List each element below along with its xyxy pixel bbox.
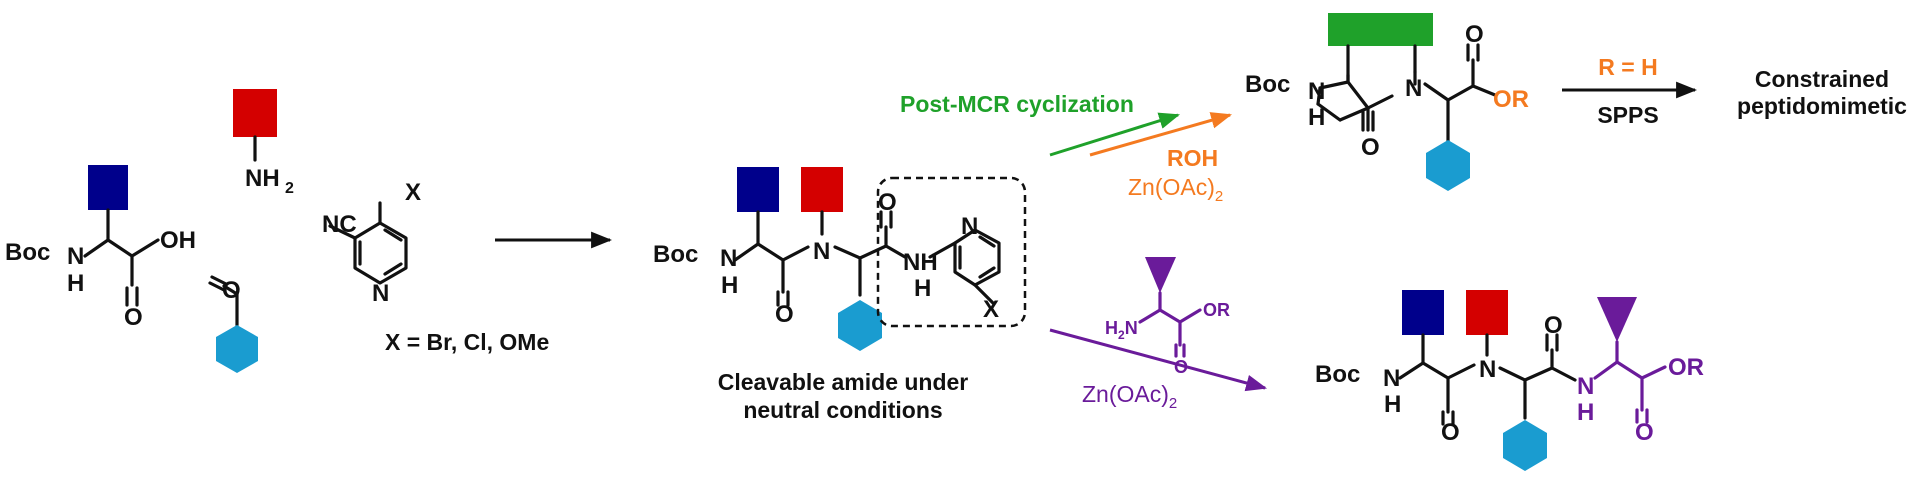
amino-ester-or-label: OR xyxy=(1203,300,1230,320)
zinc-acetate-lower-label: Zn(OAc)2 xyxy=(1082,381,1177,412)
oh-label: OH xyxy=(160,227,196,254)
carbonyl-o-label: O xyxy=(775,301,794,328)
post-mcr-cyclization-label: Post-MCR cyclization xyxy=(900,91,1134,117)
pyridine-n-label: N xyxy=(961,213,978,240)
nh-h-label: H xyxy=(1308,104,1325,131)
x-substituent-label: X xyxy=(983,296,999,323)
cyan-hexagon xyxy=(1426,140,1470,191)
amide-o-label: O xyxy=(878,189,897,216)
tertiary-n-label: N xyxy=(813,238,830,265)
cyanopyridine-reactant: X NC N xyxy=(322,179,421,307)
tripeptide-product: Boc N H O N O N H OR O xyxy=(1315,290,1704,471)
amino-ester-reagent: H2N OR O xyxy=(1105,257,1230,377)
zinc-acetate-upper-label: Zn(OAc)2 xyxy=(1128,174,1223,205)
halide-options-label: X = Br, Cl, OMe xyxy=(385,329,549,355)
final-product-label-line1: Constrained xyxy=(1755,66,1889,92)
nh-h-label: H xyxy=(67,270,84,297)
blue-side-chain-square xyxy=(737,167,779,212)
amino-ester-o-label: O xyxy=(1174,357,1188,377)
red-amine-square xyxy=(1466,290,1508,335)
carbonyl-o-label: O xyxy=(1441,419,1460,446)
boc-label: Boc xyxy=(1245,71,1290,98)
aldehyde-o-label: O xyxy=(222,277,241,304)
post-mcr-cyclization-arrow xyxy=(1049,112,1181,157)
amide-nh-label: NH xyxy=(903,249,938,276)
boc-label: Boc xyxy=(1315,361,1360,388)
cleavable-amide-dashed-box xyxy=(876,176,1027,328)
nh-label: N xyxy=(1308,78,1325,105)
lactam-n-label: N xyxy=(1405,75,1422,102)
peptide-n-label: N xyxy=(1577,373,1594,400)
roh-zinc-arrow xyxy=(1089,112,1233,157)
blue-side-chain-square xyxy=(1402,290,1444,335)
spps-label: SPPS xyxy=(1597,102,1658,128)
ester-or-label: OR xyxy=(1668,354,1704,381)
boc-amino-acid: Boc N H OH O xyxy=(5,165,196,331)
blue-side-chain-square xyxy=(88,165,128,210)
green-cyclization-bar xyxy=(1328,13,1433,46)
aldehyde-reactant: O xyxy=(208,275,258,373)
amine-reactant: NH 2 xyxy=(233,89,294,197)
nh-h-label: H xyxy=(721,272,738,299)
amine-subscript: 2 xyxy=(285,180,294,197)
transamidation-arrow xyxy=(1049,328,1268,392)
amide-h-label: H xyxy=(914,275,931,302)
peptide-h-label: H xyxy=(1577,399,1594,426)
red-amine-square xyxy=(233,89,277,137)
carbonyl-o-label: O xyxy=(124,304,143,331)
amide-o-label: O xyxy=(1544,312,1563,339)
nh-h-label: H xyxy=(1384,391,1401,418)
ester-o-label: O xyxy=(1465,21,1484,48)
cleavable-amide-caption-line1: Cleavable amide under xyxy=(718,369,969,395)
purple-triangle-side-chain xyxy=(1597,297,1637,342)
r-equals-h-label: R = H xyxy=(1598,54,1657,80)
cyan-hexagon xyxy=(838,300,882,351)
cyan-hexagon xyxy=(216,325,258,373)
boc-label: Boc xyxy=(653,241,698,268)
pyridine-n-label: N xyxy=(372,280,389,307)
lactam-o-label: O xyxy=(1361,134,1380,161)
amino-h2n-label: H2N xyxy=(1105,318,1138,342)
boc-label: Boc xyxy=(5,239,50,266)
nh-label: N xyxy=(67,243,84,270)
x-substituent-label: X xyxy=(405,179,421,206)
nc-label: NC xyxy=(322,211,357,238)
ugi-intermediate: Boc N H O N O NH H N X xyxy=(653,167,1027,351)
nh-label: N xyxy=(720,245,737,272)
cleavable-amide-caption-line2: neutral conditions xyxy=(743,397,942,423)
purple-triangle-side-chain xyxy=(1145,257,1176,293)
ester-or-label: OR xyxy=(1493,86,1529,113)
ester-o-label: O xyxy=(1635,419,1654,446)
nh-label: N xyxy=(1383,365,1400,392)
cyclized-lactam-product: Boc N H N O O OR xyxy=(1245,13,1529,191)
roh-label: ROH xyxy=(1167,145,1218,171)
tertiary-n-label: N xyxy=(1479,356,1496,383)
amine-nh2-label: NH xyxy=(245,165,280,192)
red-amine-square xyxy=(801,167,843,212)
final-product-label-line2: peptidomimetic xyxy=(1737,93,1907,119)
cyan-hexagon xyxy=(1503,420,1547,471)
